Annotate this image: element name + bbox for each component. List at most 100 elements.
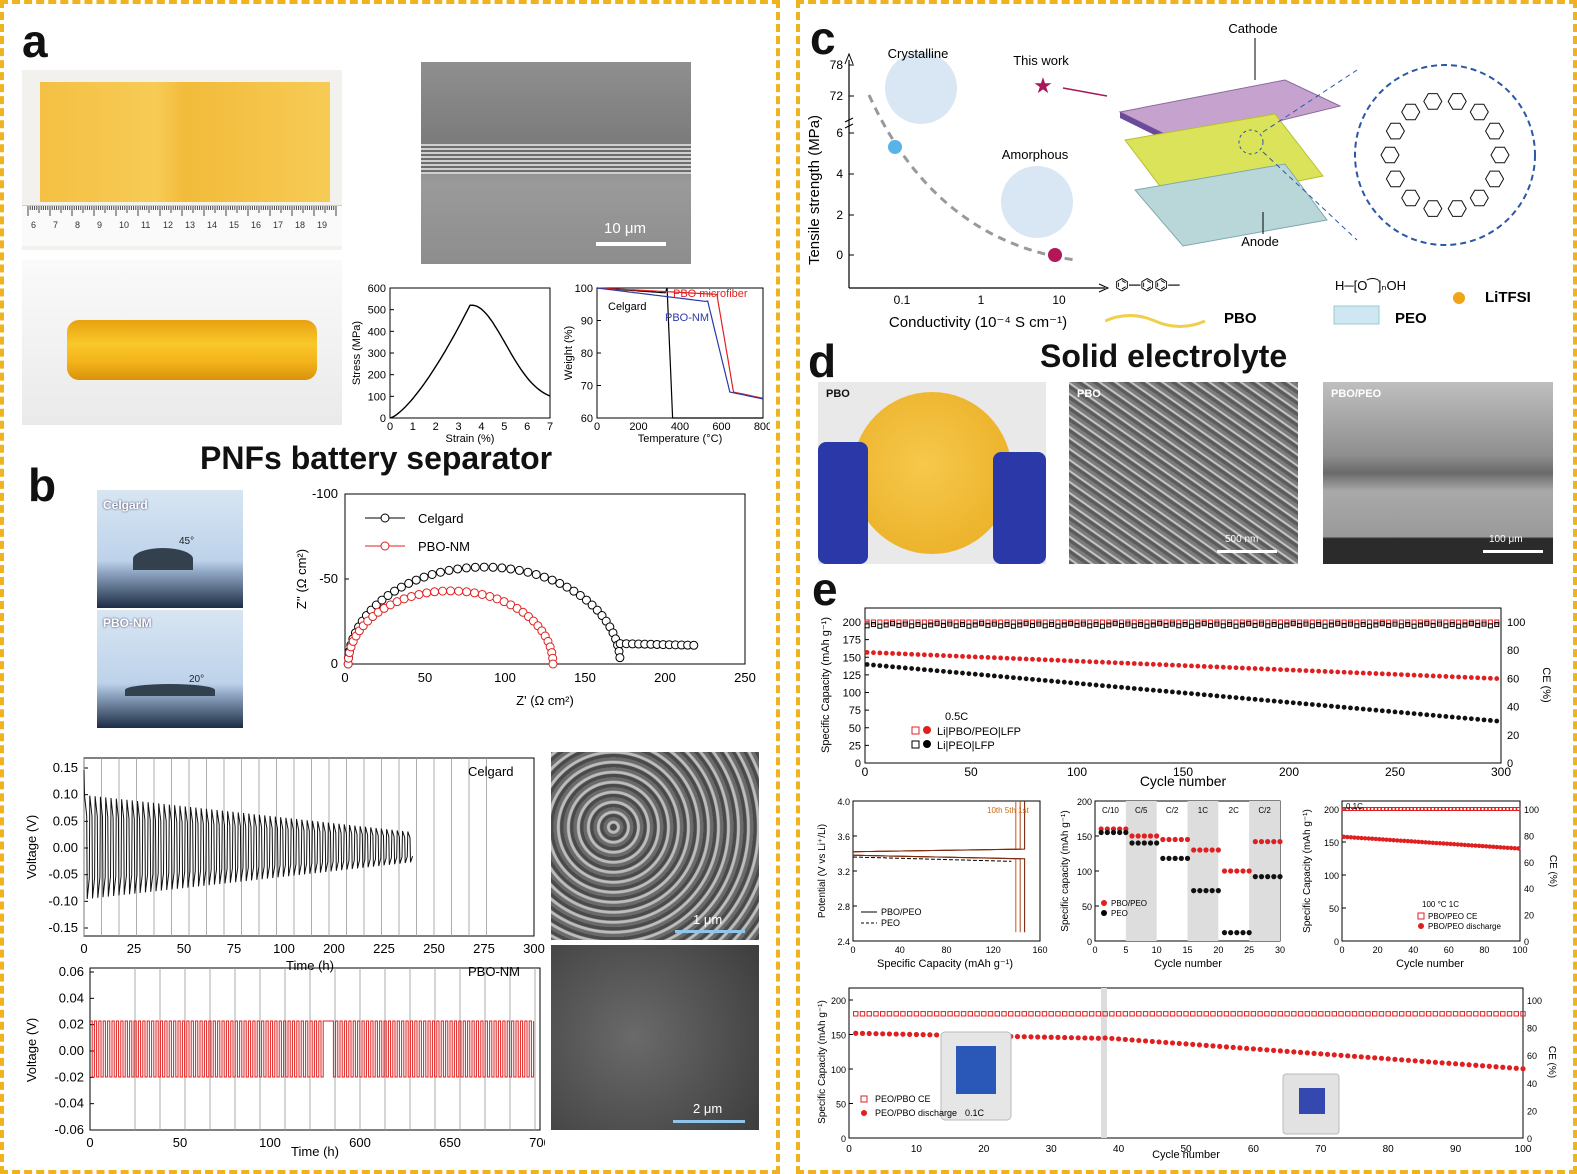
data-point xyxy=(1391,837,1396,843)
data-point xyxy=(1230,1011,1236,1017)
data-point xyxy=(477,589,487,599)
data-point xyxy=(1468,675,1474,680)
tick-label: 10 xyxy=(1052,293,1066,307)
tick-label: 300 xyxy=(368,348,386,360)
data-point xyxy=(1488,675,1493,681)
data-point xyxy=(998,674,1004,679)
data-point xyxy=(1010,619,1016,625)
data-point xyxy=(1182,663,1188,669)
data-point xyxy=(1023,676,1029,682)
data-point xyxy=(1473,807,1478,811)
tick-label: 0 xyxy=(1334,937,1339,947)
ruler-label: 15 xyxy=(229,220,239,230)
data-point xyxy=(953,670,959,675)
data-point xyxy=(1214,621,1220,627)
data-point xyxy=(1042,678,1048,683)
data-point xyxy=(1437,621,1443,627)
data-point xyxy=(1119,619,1125,625)
data-point xyxy=(1227,619,1233,625)
data-point xyxy=(1477,807,1482,811)
data-point xyxy=(1160,855,1166,861)
data-point xyxy=(462,587,472,597)
data-point xyxy=(864,650,870,655)
data-point xyxy=(1335,669,1341,675)
data-point xyxy=(1080,621,1086,627)
data-point xyxy=(1473,1062,1479,1068)
data-point xyxy=(1303,668,1309,674)
tga-label-celgard: Celgard xyxy=(608,301,647,313)
tick-label: 25 xyxy=(127,941,141,956)
panel-label-b: b xyxy=(28,459,57,511)
pbonm-voltage-trace xyxy=(90,1020,535,1078)
tick-label: 80 xyxy=(1524,831,1534,841)
contact-angle-pbonm: PBO-NM 20° xyxy=(97,610,243,728)
data-point xyxy=(1513,1065,1519,1071)
data-point xyxy=(1456,674,1461,680)
high-temp-capacity-series xyxy=(1341,834,1521,851)
data-point xyxy=(1183,1011,1189,1017)
tick-label: 200 xyxy=(843,617,861,629)
data-point xyxy=(1228,930,1234,936)
data-point xyxy=(1487,844,1492,849)
data-point xyxy=(927,1011,933,1017)
data-point xyxy=(435,567,445,577)
tick-label: 40 xyxy=(1113,1144,1125,1155)
data-point xyxy=(1341,807,1346,811)
data-point xyxy=(1068,680,1074,686)
data-point xyxy=(1141,833,1147,839)
data-point xyxy=(1184,855,1191,861)
data-point xyxy=(1448,841,1453,847)
data-point xyxy=(1074,680,1080,686)
data-point xyxy=(902,621,908,627)
data-point xyxy=(1475,619,1481,625)
tick-label: 200 xyxy=(831,996,846,1006)
cathode-label: Cathode xyxy=(1228,21,1277,36)
data-point xyxy=(1237,1045,1243,1051)
data-point xyxy=(1385,1056,1391,1062)
data-point xyxy=(1434,840,1439,846)
data-point xyxy=(1494,619,1500,625)
data-point xyxy=(1451,842,1457,847)
data-point xyxy=(1284,1048,1290,1054)
pouch-legend-1: PEO/PBO CE xyxy=(875,1094,931,1104)
data-point xyxy=(1419,1011,1425,1017)
data-point xyxy=(1195,663,1201,669)
data-point xyxy=(985,619,991,625)
data-point xyxy=(1265,666,1271,672)
data-point xyxy=(1494,676,1500,681)
scale-label: 1 μm xyxy=(693,912,723,927)
data-point xyxy=(1154,833,1160,839)
tick-label: 100 xyxy=(1067,765,1087,779)
tick-label: 90 xyxy=(1450,1144,1462,1155)
panel-label-a: a xyxy=(22,15,48,67)
tick-label: 0 xyxy=(594,421,600,433)
data-point xyxy=(1129,1037,1135,1043)
data-point xyxy=(1100,659,1105,665)
data-point xyxy=(1449,619,1455,625)
data-point xyxy=(1417,622,1423,628)
data-point xyxy=(506,564,516,574)
data-point xyxy=(1100,683,1105,689)
data-point xyxy=(1424,621,1430,627)
data-point xyxy=(1131,661,1137,666)
data-point xyxy=(979,621,985,627)
tick-label: 100 xyxy=(273,941,295,956)
ruler-label: 12 xyxy=(163,220,173,230)
data-point xyxy=(1234,868,1240,874)
data-point xyxy=(1386,671,1392,677)
data-point xyxy=(1252,619,1258,625)
data-point xyxy=(928,652,934,658)
data-point xyxy=(1331,1011,1337,1017)
data-point xyxy=(1358,1011,1364,1017)
data-point xyxy=(1328,619,1334,625)
data-point xyxy=(985,655,991,660)
data-point xyxy=(1439,1011,1445,1017)
tick-label: 4.0 xyxy=(837,797,850,807)
tick-label: 7 xyxy=(547,421,553,433)
data-point xyxy=(1347,621,1353,627)
data-point xyxy=(470,562,480,572)
panel-label-c: c xyxy=(810,12,836,64)
pbopeo-sem-label: PBO/PEO xyxy=(1331,388,1382,400)
